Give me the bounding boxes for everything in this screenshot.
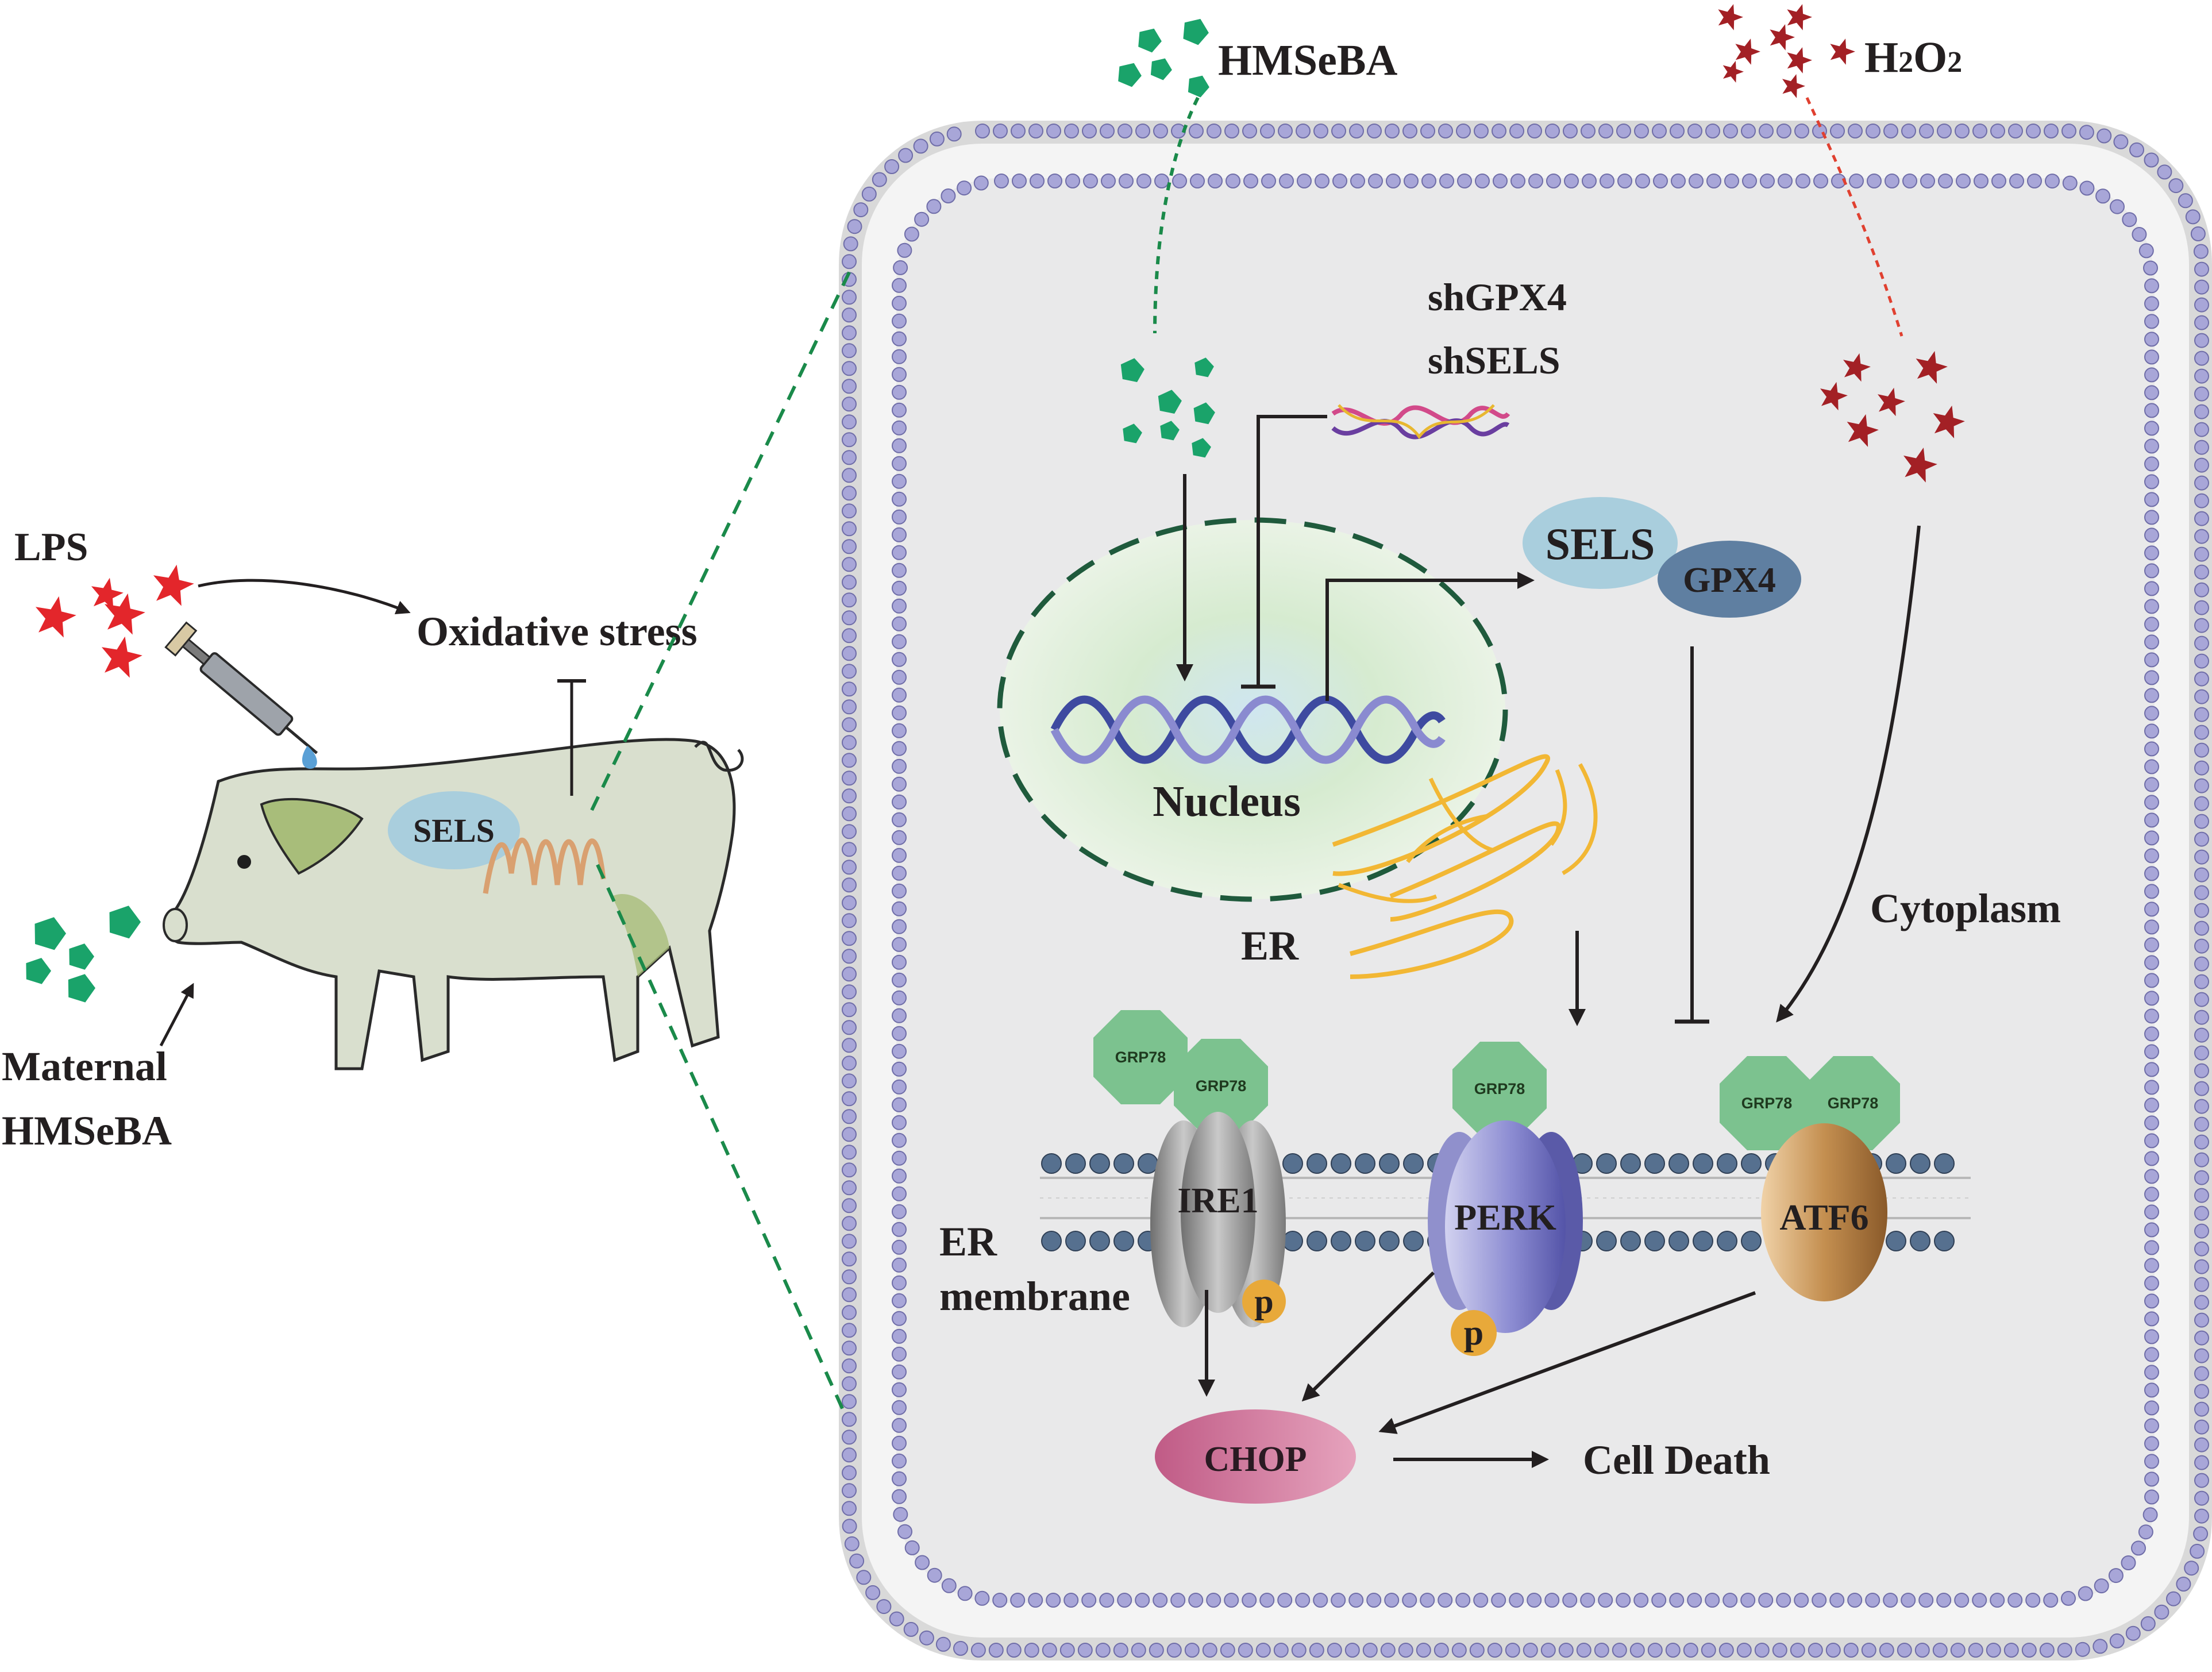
- pig-leg-shade: [612, 894, 669, 977]
- er-label: ER: [1241, 923, 1299, 969]
- hmseba-entry-path: [1153, 97, 1200, 334]
- hmseba-pentagons-outside: [1118, 18, 1209, 98]
- maternal-feed-arrow: [159, 983, 194, 1047]
- ire1-phospho: [1242, 1280, 1286, 1323]
- pig-sels-oval: [388, 791, 520, 869]
- pig-snout: [163, 908, 188, 942]
- er-membrane-label-line2: membrane: [939, 1273, 1130, 1319]
- perk-receptor: PERK p: [1428, 1120, 1583, 1356]
- svg-text:GRP78: GRP78: [1474, 1080, 1525, 1097]
- perk-label: PERK: [1454, 1197, 1556, 1238]
- dna-to-sels-arrow: [1325, 572, 1535, 701]
- lps-to-oxidative-arrow: [198, 579, 411, 615]
- svg-text:GRP78: GRP78: [1115, 1049, 1166, 1066]
- grp78-3: GRP78: [1452, 1042, 1547, 1136]
- grp78-1: GRP78: [1093, 1010, 1188, 1104]
- sels-oval: [1523, 497, 1678, 589]
- lps-stars: [35, 564, 194, 678]
- injection-drop: [302, 746, 317, 769]
- pig-illustration: SELS LPS Oxidative stress Maternal HMSeB…: [2, 269, 852, 1415]
- cell-death-label: Cell Death: [1583, 1437, 1770, 1483]
- svg-text:GRP78: GRP78: [1828, 1095, 1879, 1112]
- nucleus-label: Nucleus: [1153, 777, 1301, 826]
- er-tubules: [1338, 763, 1598, 903]
- grp78-2: GRP78: [1174, 1039, 1268, 1133]
- maternal-hmseba-pentagons: [26, 906, 141, 1003]
- h2o2-label: H2O2: [1864, 33, 1962, 82]
- hmseba-pentagons-inside: [1120, 357, 1215, 458]
- pig-tail: [694, 741, 744, 772]
- perk-phospho: [1451, 1310, 1497, 1356]
- h2o2-entry-path: [1805, 97, 1903, 337]
- gpx4-label: GPX4: [1683, 561, 1776, 600]
- oxidative-stress-label: Oxidative stress: [417, 608, 697, 654]
- membrane-outer-heads: [842, 124, 2209, 1658]
- maternal-label-line2: HMSeBA: [2, 1108, 172, 1154]
- dna-helix-icon: [1050, 695, 1446, 764]
- pig-eye: [237, 855, 251, 869]
- ire1-receptor: IRE1 p: [1150, 1112, 1286, 1327]
- zoom-line-bottom: [596, 864, 846, 1415]
- chop-oval: [1155, 1409, 1356, 1504]
- perk-to-chop-arrow: [1301, 1271, 1435, 1402]
- atf6-to-chop-arrow: [1378, 1291, 1756, 1434]
- pig-ear: [260, 798, 364, 875]
- h2o2-to-atf6-arrow: [1776, 525, 1921, 1023]
- atf6-receptor: ATF6: [1761, 1123, 1887, 1301]
- shrna-inhibit-line: [1257, 415, 1327, 687]
- membrane-inner-heads: [892, 174, 2159, 1608]
- h2o2-stars-outside: [1718, 4, 1855, 98]
- maternal-label-line1: Maternal: [2, 1043, 167, 1089]
- er-membrane-label-line1: ER: [939, 1219, 997, 1265]
- atf6-label: ATF6: [1779, 1197, 1868, 1238]
- pig-sels-label: SELS: [413, 812, 495, 849]
- intestine: [483, 837, 606, 894]
- cell-interior: HMSeBA H2O2 shGPX4 shSELS Nucleus SELS G…: [939, 4, 2061, 1504]
- cytoplasm-label: Cytoplasm: [1870, 885, 2061, 931]
- svg-text:p: p: [1254, 1282, 1273, 1320]
- hmseba-top-label: HMSeBA: [1218, 36, 1398, 84]
- sels-label: SELS: [1546, 519, 1655, 569]
- pig-body: [164, 738, 736, 1070]
- syringe-icon: [164, 621, 318, 754]
- lps-label: LPS: [14, 525, 88, 569]
- svg-text:p: p: [1464, 1313, 1483, 1353]
- svg-text:GRP78: GRP78: [1741, 1095, 1793, 1112]
- h2o2-stars-inside: [1820, 350, 1965, 483]
- grp78-4: GRP78: [1720, 1056, 1814, 1150]
- gpx4-oval: [1658, 541, 1801, 618]
- shsels-label: shSELS: [1428, 338, 1560, 382]
- shrna-strand-icon: [1331, 404, 1510, 440]
- svg-text:GRP78: GRP78: [1196, 1077, 1247, 1095]
- zoom-line-top: [590, 269, 852, 811]
- shgpx4-label: shGPX4: [1428, 275, 1567, 319]
- chop-label: CHOP: [1204, 1440, 1307, 1479]
- ire1-label: IRE1: [1177, 1181, 1258, 1220]
